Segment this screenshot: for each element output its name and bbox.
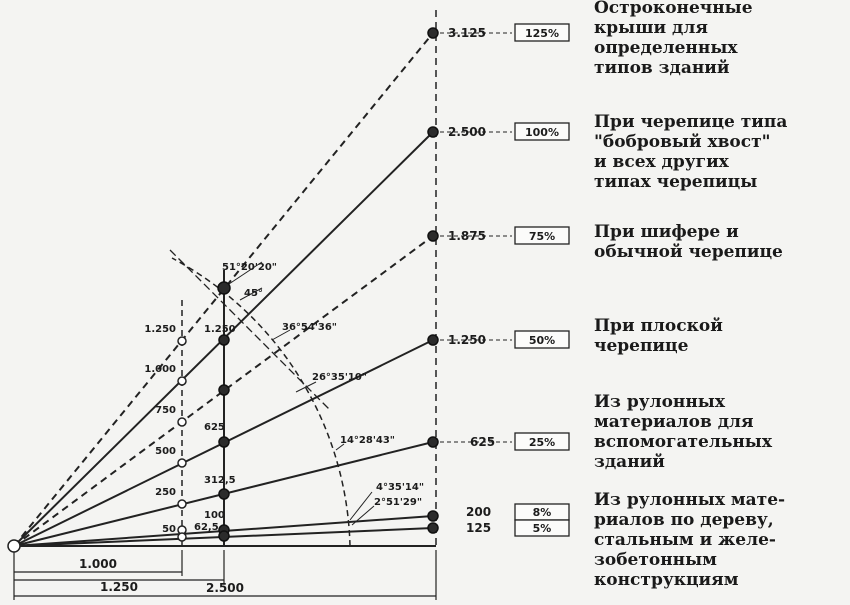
angle-leader-4 <box>295 381 317 393</box>
dimension-label-1000: 1.000 <box>79 557 117 571</box>
scale-1250-label-625: 625 <box>204 422 225 433</box>
radius-arc <box>171 257 351 547</box>
point-5 <box>427 522 439 534</box>
height-label-100: 2.500 <box>448 125 486 139</box>
point-25 <box>427 436 439 448</box>
angle-label-4: 4°35'14" <box>376 482 424 493</box>
scale-1000-label-750: 750 <box>155 405 176 416</box>
percent-label-5: 5% <box>533 522 552 535</box>
point-1250-25 <box>218 488 230 500</box>
slope-line-75 <box>13 235 434 547</box>
point-1000-1000 <box>177 376 187 386</box>
point-100 <box>427 126 439 138</box>
origin-point <box>7 539 21 553</box>
point-1250-125 <box>217 281 231 295</box>
height-label-25: 625 <box>470 435 495 449</box>
angle-label-45: 45° <box>244 288 263 299</box>
percent-box-100 <box>514 122 570 141</box>
angle-leader-7 <box>351 505 375 526</box>
description-125: Остроконечные крыши для определенных тип… <box>594 0 753 78</box>
point-8 <box>427 510 439 522</box>
point-1000-250 <box>177 499 187 509</box>
percent-box-50 <box>514 330 570 349</box>
scale-1250-label-312: 312,5 <box>204 475 236 486</box>
percent-box-125 <box>514 23 570 42</box>
point-1250-75 <box>218 384 230 396</box>
percent-label-50: 50% <box>529 334 555 347</box>
point-1250-50 <box>218 436 230 448</box>
point-1000-750 <box>177 417 187 427</box>
angle-label-36: 36°54'36" <box>282 322 337 333</box>
percent-label-25: 25% <box>529 436 555 449</box>
description-5: Из рулонных мате- риалов по дереву, стал… <box>594 490 786 590</box>
scale-1000-label-500: 500 <box>155 446 176 457</box>
point-1000-50 <box>177 532 187 542</box>
scale-1000-label-50: 50 <box>162 524 176 535</box>
percent-label-75: 75% <box>529 230 555 243</box>
percent-label-8: 8% <box>533 506 552 519</box>
dimension-label-2500: 2.500 <box>206 581 244 595</box>
description-25: Из рулонных материалов для вспомогательн… <box>594 392 772 472</box>
percent-box-5 <box>514 519 570 537</box>
point-125 <box>427 27 439 39</box>
slope-line-125 <box>13 32 434 547</box>
height-label-75: 1.875 <box>448 229 486 243</box>
point-1000-1250 <box>177 336 187 346</box>
angle-label-14: 14°28'43" <box>340 435 395 446</box>
angle-label-26: 26°35'10" <box>312 372 367 383</box>
point-50 <box>427 334 439 346</box>
angle-leader-1 <box>225 261 263 287</box>
percent-box-25 <box>514 432 570 451</box>
angle-label-2: 2°51'29" <box>374 497 422 508</box>
height-label-125: 3.125 <box>448 26 486 40</box>
scale-1250-label-62: 62,5 <box>194 522 219 533</box>
scale-1000-label-1250: 1.250 <box>144 324 176 335</box>
height-label-5: 125 <box>466 521 491 535</box>
point-75 <box>427 230 439 242</box>
angle-leader-5 <box>335 443 345 451</box>
angle-leader-6 <box>349 491 373 521</box>
aux-line <box>169 249 331 411</box>
percent-label-100: 100% <box>525 126 559 139</box>
percent-box-75 <box>514 226 570 245</box>
scale-1000-label-1000: 1.000 <box>144 364 176 375</box>
angle-leader-3 <box>271 329 291 341</box>
dimension-label-1250: 1.250 <box>100 580 138 594</box>
point-1250-100 <box>218 334 230 346</box>
scale-1250-label-1250: 1.250 <box>204 324 236 335</box>
description-75: При шифере и обычной черепице <box>594 222 783 262</box>
description-100: При черепице типа "бобровый хвост" и все… <box>594 112 788 192</box>
scale-1250-label-100: 100 <box>204 510 225 521</box>
height-label-50: 1.250 <box>448 333 486 347</box>
point-1000-500 <box>177 458 187 468</box>
height-label-8: 200 <box>466 505 491 519</box>
point-1250-5 <box>218 530 230 542</box>
scale-1000-label-250: 250 <box>155 487 176 498</box>
description-50: При плоской черепице <box>594 316 723 356</box>
angle-leader-2 <box>239 287 263 301</box>
percent-label-125: 125% <box>525 27 559 40</box>
angle-label-51: 51°20'20" <box>222 262 277 273</box>
